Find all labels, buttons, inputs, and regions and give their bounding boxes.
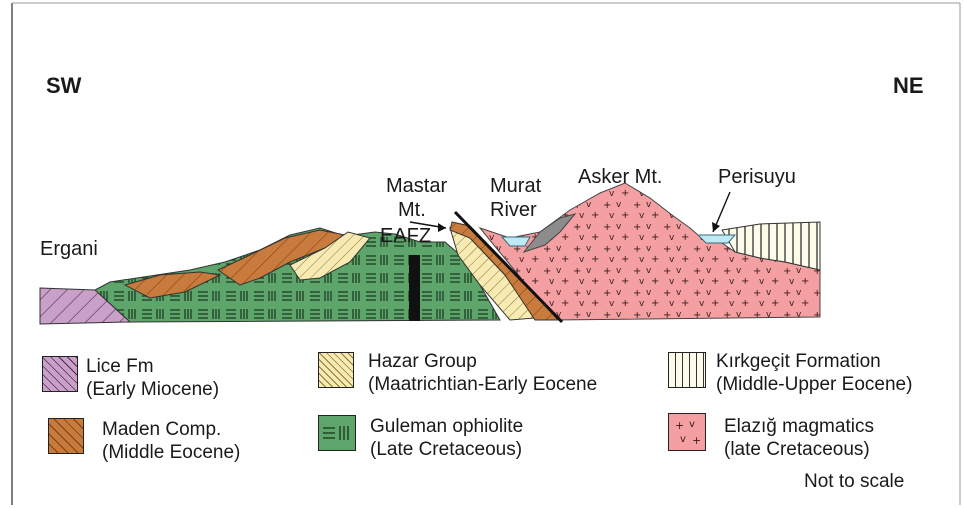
eafz-label: EAFZ <box>380 225 431 247</box>
svg-text:v: v <box>689 419 695 430</box>
perisuyu-label: Perisuyu <box>718 166 796 188</box>
legend-hazar-name: Hazar Group <box>368 350 477 373</box>
ne-label: NE <box>893 75 924 97</box>
asker-label: Asker Mt. <box>578 166 662 188</box>
svg-text:+: + <box>675 419 684 432</box>
legend-guleman-age: (Late Cretaceous) <box>370 438 522 461</box>
legend-lice-name: Lice Fm <box>86 355 154 378</box>
murat-label-2: River <box>490 199 537 221</box>
legend-swatch-lice <box>42 356 78 392</box>
mastar-label-1: Mastar <box>386 175 447 197</box>
legend-guleman-name: Guleman ophiolite <box>370 415 523 438</box>
legend-kirkgecit-age: (Middle-Upper Eocene) <box>716 373 912 396</box>
legend-swatch-maden <box>48 418 84 454</box>
svg-text:v: v <box>680 434 686 445</box>
legend-maden-age: (Middle Eocene) <box>102 441 240 464</box>
sw-label: SW <box>46 75 81 97</box>
legend-swatch-guleman <box>318 415 356 451</box>
legend-swatch-elazig: + v v + <box>668 413 706 451</box>
scale-note: Not to scale <box>804 470 904 493</box>
ergani-label: Ergani <box>40 238 98 260</box>
legend-elazig-age: (late Cretaceous) <box>724 438 870 461</box>
legend-lice-age: (Early Miocene) <box>86 378 219 401</box>
legend-kirkgecit-name: Kırkgeçit Formation <box>716 350 881 373</box>
svg-text:+: + <box>692 434 701 447</box>
legend-maden-name: Maden Comp. <box>102 418 221 441</box>
murat-label-1: Murat <box>490 175 541 197</box>
eafz-fault <box>409 255 420 321</box>
legend-hazar-age: (Maatrichtian-Early Eocene <box>368 373 597 396</box>
legend-swatch-hazar <box>318 352 354 388</box>
mastar-label-2: Mt. <box>398 199 426 221</box>
legend-elazig-name: Elazığ magmatics <box>724 415 874 438</box>
legend-swatch-kirkgecit <box>668 352 706 388</box>
